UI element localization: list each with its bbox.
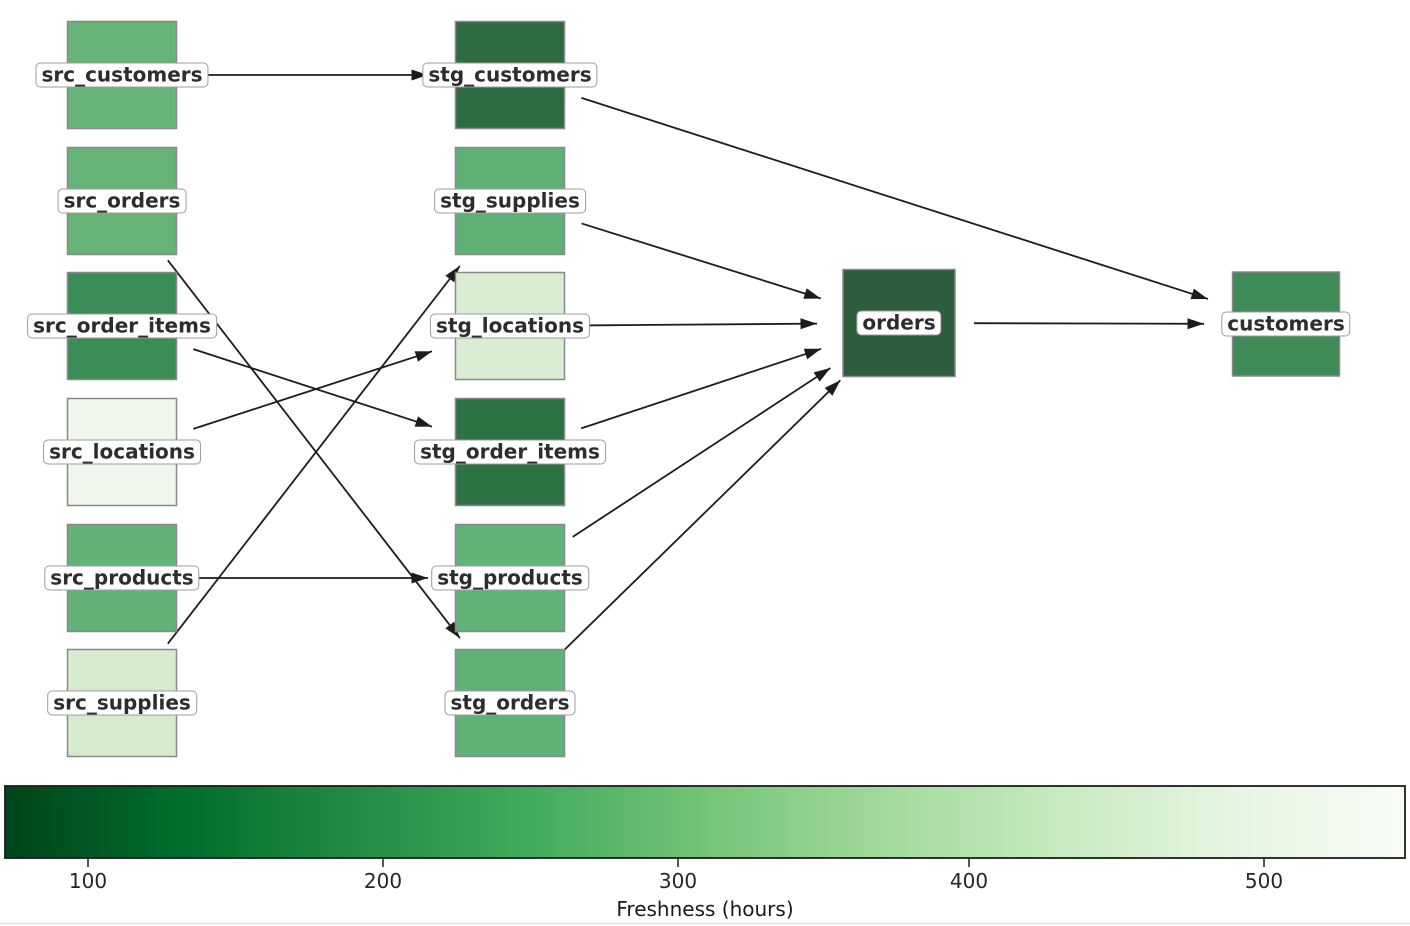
edge-orders-to-customers bbox=[973, 318, 1205, 330]
node-box-stg_customers bbox=[454, 20, 566, 130]
node-box-src_customers bbox=[66, 20, 178, 130]
node-box-customers bbox=[1231, 271, 1341, 377]
edge-src_order_items-to-stg_order_items bbox=[193, 348, 433, 428]
node-box-src_products bbox=[66, 523, 178, 633]
edge-src_orders-to-stg_orders bbox=[167, 259, 461, 639]
node-box-stg_products bbox=[454, 523, 566, 633]
node-box-orders bbox=[842, 268, 956, 378]
node-box-stg_orders bbox=[454, 648, 566, 758]
edge-stg_products-to-orders bbox=[572, 367, 831, 538]
node-box-src_locations bbox=[66, 397, 178, 507]
edge-src_locations-to-stg_locations bbox=[193, 350, 433, 430]
node-box-stg_order_items bbox=[454, 397, 566, 507]
edge-stg_order_items-to-orders bbox=[580, 347, 822, 430]
edge-stg_supplies-to-orders bbox=[581, 222, 822, 300]
edge-stg_customers-to-customers bbox=[581, 97, 1209, 300]
edge-stg_locations-to-orders bbox=[584, 318, 818, 330]
node-box-stg_locations bbox=[454, 271, 566, 381]
edge-src_supplies-to-stg_supplies bbox=[167, 265, 461, 645]
node-box-src_order_items bbox=[66, 271, 178, 381]
node-box-src_orders bbox=[66, 146, 178, 256]
edge-stg_orders-to-orders bbox=[563, 379, 841, 652]
node-box-src_supplies bbox=[66, 648, 178, 758]
node-box-stg_supplies bbox=[454, 146, 566, 256]
colorbar-gradient bbox=[4, 785, 1406, 859]
colorbar-axis-label: Freshness (hours) bbox=[616, 897, 794, 921]
